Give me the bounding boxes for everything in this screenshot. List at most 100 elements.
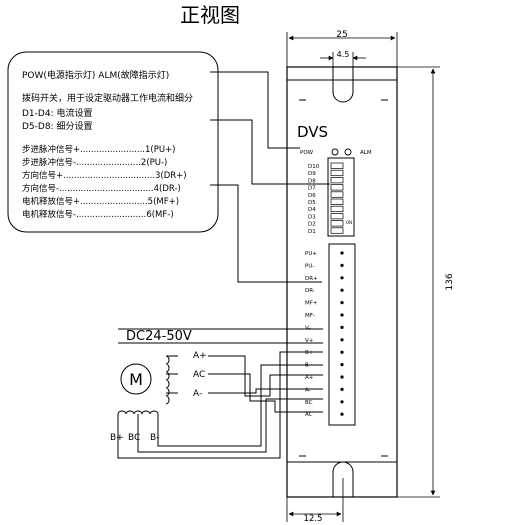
terminal-screw[interactable] xyxy=(340,263,344,267)
callout-d5-d8: D5-D8: 细分设置 xyxy=(22,120,92,132)
wire-b-minus xyxy=(157,364,323,447)
terminal-label-pu-minusplus: PU+ xyxy=(305,251,317,257)
terminal-label-mf-minusplus: MF+ xyxy=(305,301,318,307)
wire-b-plus xyxy=(117,351,323,459)
power-label: DC24-50V xyxy=(126,329,192,344)
terminal-label-pu-minus: PU- xyxy=(305,263,314,269)
leader-signals xyxy=(210,184,322,283)
phase-a-plus-label: A+ xyxy=(193,351,207,361)
terminal-label-dr-minus: DR- xyxy=(305,288,315,294)
phase-b-minus-label: B- xyxy=(150,433,159,443)
terminal-screw[interactable] xyxy=(340,338,344,342)
dip-label-d5: D5 xyxy=(308,200,316,206)
terminal-label-a-minus: A- xyxy=(305,387,311,393)
dip-switch-block xyxy=(327,157,355,237)
terminal-screw[interactable] xyxy=(340,363,344,367)
callout-signal-3: 方向信号+..................................3… xyxy=(22,170,187,181)
terminal-screw[interactable] xyxy=(340,313,344,317)
phase-a-coil-icon xyxy=(165,355,170,405)
dim-bottom-label: 12.5 xyxy=(304,514,323,524)
terminal-screws xyxy=(340,251,344,416)
callout-signal-5: 电机释放信号+.........................5(MF+) xyxy=(22,196,179,207)
bottom-mounting-slot xyxy=(332,461,354,497)
terminal-label-a-minusplus: A+ xyxy=(305,375,314,381)
dip-switch-d4[interactable] xyxy=(330,205,344,213)
terminal-screw[interactable] xyxy=(340,387,344,391)
dip-switch-d5[interactable] xyxy=(330,198,344,205)
leader-dip-switch xyxy=(210,119,330,185)
alm-label: ALM xyxy=(360,150,372,156)
callout-dip-intro: 拨码开关，用于设定驱动器工作电流和细分 xyxy=(22,92,193,104)
motor-icon xyxy=(120,363,152,395)
dip-label-d8: D8 xyxy=(308,178,316,184)
dip-switch-d7[interactable] xyxy=(330,184,344,191)
dip-switch-d1[interactable] xyxy=(330,227,344,234)
dip-switches xyxy=(330,162,344,234)
dip-label-d10: D10 xyxy=(308,164,320,170)
dip-switch-d3[interactable] xyxy=(330,213,344,220)
pow-led-icon xyxy=(331,148,339,156)
callout-signal-1: 步进脉冲信号+........................1(PU+) xyxy=(22,144,175,155)
terminal-label-dr-minusplus: DR+ xyxy=(305,276,318,282)
dip-switch-d9[interactable] xyxy=(330,169,344,177)
phase-bc-label: BC xyxy=(128,433,140,443)
dim-hole-label: 4.5 xyxy=(337,50,350,59)
callout-pow-alm: POW(电源指示灯) ALM(故障指示灯) xyxy=(22,69,169,81)
terminal-screw[interactable] xyxy=(340,412,344,416)
terminal-screw[interactable] xyxy=(340,350,344,354)
wire-bc xyxy=(137,398,323,453)
alm-led-icon xyxy=(344,148,352,156)
wire-a-plus xyxy=(208,355,323,397)
callout-signal-6: 电机释放信号-..........................6(MF-) xyxy=(22,209,174,220)
phase-b-plus-label: B+ xyxy=(110,433,124,443)
dip-label-d6: D6 xyxy=(308,193,316,199)
terminal-label-mf-minus: MF- xyxy=(305,313,315,319)
terminal-labels: PU+ PU- DR+ DR- MF+ MF- V- V+ B+ B- A+ A- BC AC xyxy=(305,251,318,418)
phase-b-coil-icon xyxy=(117,410,159,415)
leader-pow-alm xyxy=(210,71,300,149)
terminal-label-bc: BC xyxy=(305,400,313,406)
dip-switch-d6[interactable] xyxy=(330,191,344,198)
dim-height-label: 136 xyxy=(445,273,455,290)
terminal-label-v-minusplus: V+ xyxy=(305,338,314,344)
callout-d1-d4: D1-D4: 电流设置 xyxy=(22,107,92,119)
terminal-screw[interactable] xyxy=(340,375,344,379)
pow-label: POW xyxy=(300,150,314,156)
dip-label-d7: D7 xyxy=(308,186,316,192)
dip-switch-d10[interactable] xyxy=(330,162,344,169)
terminal-label-b-minusplus: B+ xyxy=(305,350,314,356)
terminal-label-b-minus: B- xyxy=(305,363,311,369)
dip-label-d9: D9 xyxy=(308,171,316,177)
driver-outline xyxy=(286,66,398,498)
terminal-screw[interactable] xyxy=(340,276,344,280)
wire-a-minus xyxy=(208,388,323,394)
dip-on-label: ON xyxy=(346,220,352,225)
callout-box xyxy=(7,51,219,233)
top-mounting-slot xyxy=(332,67,354,103)
phase-a-minus-label: A- xyxy=(193,389,202,399)
dip-label-d2: D2 xyxy=(308,222,316,228)
terminal-label-ac: AC xyxy=(305,412,313,418)
terminal-screw[interactable] xyxy=(340,288,344,292)
motor-symbol: M xyxy=(129,370,143,389)
dip-label-d4: D4 xyxy=(308,207,316,213)
diagram-title: 正视图 xyxy=(180,3,240,27)
dip-switch-d2[interactable] xyxy=(330,220,344,227)
dip-label-d3: D3 xyxy=(308,214,316,220)
terminal-block xyxy=(328,243,356,426)
dim-width-label: 25 xyxy=(336,30,347,40)
callout-signal-2: 步进脉冲信号-........................2(PU-) xyxy=(22,157,167,168)
callout-signal-4: 方向信号-...................................… xyxy=(22,183,181,194)
terminal-screw[interactable] xyxy=(340,325,344,329)
terminal-screw[interactable] xyxy=(340,301,344,305)
dip-switch-d8[interactable] xyxy=(330,177,344,184)
terminal-screw[interactable] xyxy=(340,400,344,404)
brand-label: DVS xyxy=(297,123,328,141)
dip-label-d1: D1 xyxy=(308,229,316,235)
terminal-screw[interactable] xyxy=(340,251,344,255)
terminal-label-v-minus: V- xyxy=(305,325,310,331)
wire-ac xyxy=(208,373,323,413)
